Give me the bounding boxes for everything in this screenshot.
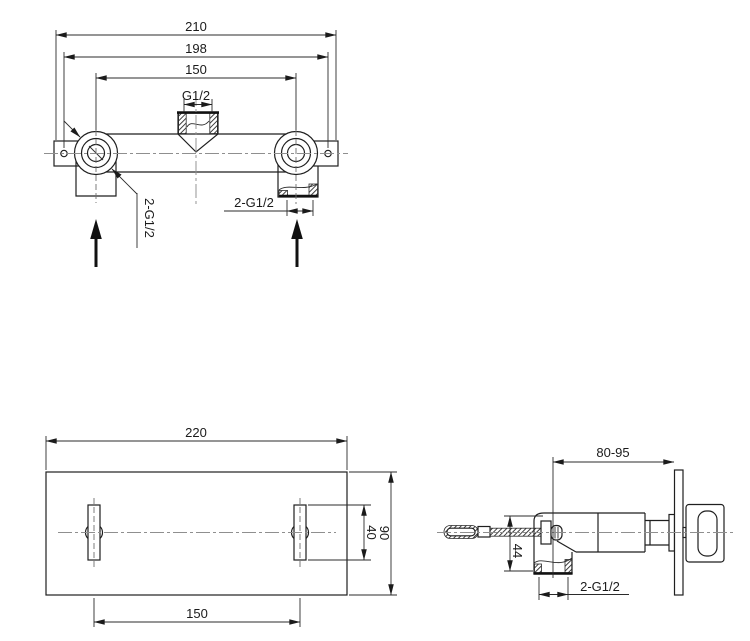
dim-198-label: 198 [185, 41, 207, 56]
dimension-80-95: 80-95 [552, 445, 675, 465]
valve-body-side [533, 512, 646, 575]
inlet-right-hatch-right [308, 183, 319, 197]
dim-220-label: 220 [185, 425, 207, 440]
dim-40-label: 40 [364, 525, 379, 539]
dimension-44: 44 [504, 515, 543, 572]
front-view: 220 150 90 40 [45, 425, 397, 627]
handle-grip [697, 510, 718, 557]
right-ports-label: 2-G1/2 [234, 195, 274, 210]
handle [685, 503, 725, 563]
outlet-thread-hatch-left [178, 112, 187, 135]
wall-plug-and-screw [443, 525, 542, 539]
port-hatch-right [564, 559, 573, 574]
dimension-40: 40 [308, 504, 379, 561]
dimension-150-front: 150 [93, 598, 301, 627]
outlet-thread-label: G1/2 [182, 88, 210, 103]
top-view: 210 198 150 G1/2 2-G1/2 [44, 19, 348, 267]
dim-150-top-label: 150 [185, 62, 207, 77]
dim-44-label: 44 [510, 544, 525, 558]
side-view: 80-95 44 2-G1/2 [437, 445, 733, 600]
dimension-side-ports: 2-G1/2 [538, 577, 629, 600]
dimension-right-ports: 2-G1/2 [224, 195, 314, 216]
dimension-210: 210 [55, 19, 337, 140]
port-hatch-left [534, 563, 542, 574]
outlet-thread-hatch-right [209, 112, 218, 135]
dim-90-label: 90 [377, 526, 392, 540]
dim-150-front-label: 150 [186, 606, 208, 621]
dimension-150-top: 150 [95, 62, 297, 130]
dim-210-label: 210 [185, 19, 207, 34]
side-ports-label: 2-G1/2 [580, 579, 620, 594]
dimension-outlet-thread: G1/2 [182, 88, 213, 112]
leader-left-ports: 2-G1/2 [63, 120, 157, 248]
dimension-90: 90 [349, 471, 397, 596]
outlet-break-line [186, 120, 210, 128]
wall-plug-core [446, 527, 476, 537]
flow-arrow-left [90, 219, 102, 267]
dimension-198: 198 [63, 41, 329, 148]
dim-80-95-label: 80-95 [596, 445, 629, 460]
outlet-boss [177, 111, 219, 153]
dimension-220: 220 [45, 425, 348, 470]
flow-arrow-right [291, 219, 303, 267]
screw-collar [477, 525, 491, 538]
left-ports-label: 2-G1/2 [142, 198, 157, 238]
